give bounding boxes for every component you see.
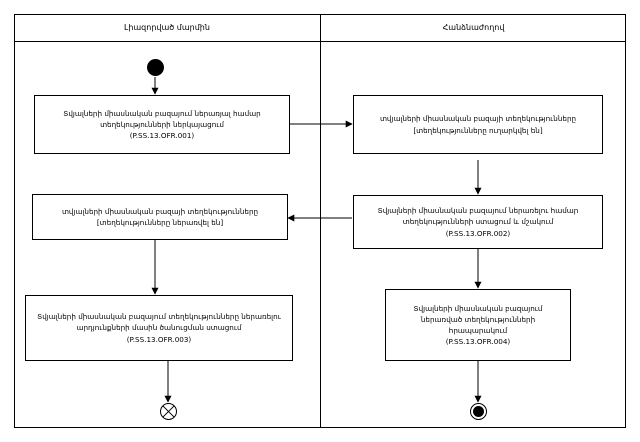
action-node-1[interactable]: Տվյալների միասնական բազայում ներառյալ հա… xyxy=(34,95,290,154)
action-node-5[interactable]: Տվյալների միասնական բազայում տեղեկությու… xyxy=(25,295,293,361)
action-node-3[interactable]: Տվյալների միասնական բազայում ներառելու հ… xyxy=(353,195,603,249)
initial-node xyxy=(147,59,164,76)
lane-title-left: Լիազորված մարմին xyxy=(124,23,210,32)
final-node-center xyxy=(473,406,484,417)
action-node-6[interactable]: Տվյալների միասնական բազայում ներառված տե… xyxy=(385,289,571,361)
action-node-3-label: Տվյալների միասնական բազայում ներառելու հ… xyxy=(377,206,579,238)
action-node-2-label: տվյալների միասնական բազայի տեղեկությունն… xyxy=(379,114,577,135)
action-node-6-label: Տվյալների միասնական բազայում ներառված տե… xyxy=(413,303,543,347)
action-node-2[interactable]: տվյալների միասնական բազայի տեղեկությունն… xyxy=(353,95,603,154)
action-node-5-label: Տվյալների միասնական բազայում տեղեկությու… xyxy=(37,312,281,344)
flow-final-node xyxy=(160,403,177,420)
lane-title-right: Հանձնաժողով xyxy=(442,23,505,32)
action-node-4[interactable]: տվյալների միասնական բազայի տեղեկությունն… xyxy=(32,194,288,240)
swimlane-divider xyxy=(320,14,321,428)
action-node-1-label: Տվյալների միասնական բազայում ներառյալ հա… xyxy=(63,108,261,141)
action-node-4-label: տվյալների միասնական բազայի տեղեկությունն… xyxy=(61,206,259,227)
